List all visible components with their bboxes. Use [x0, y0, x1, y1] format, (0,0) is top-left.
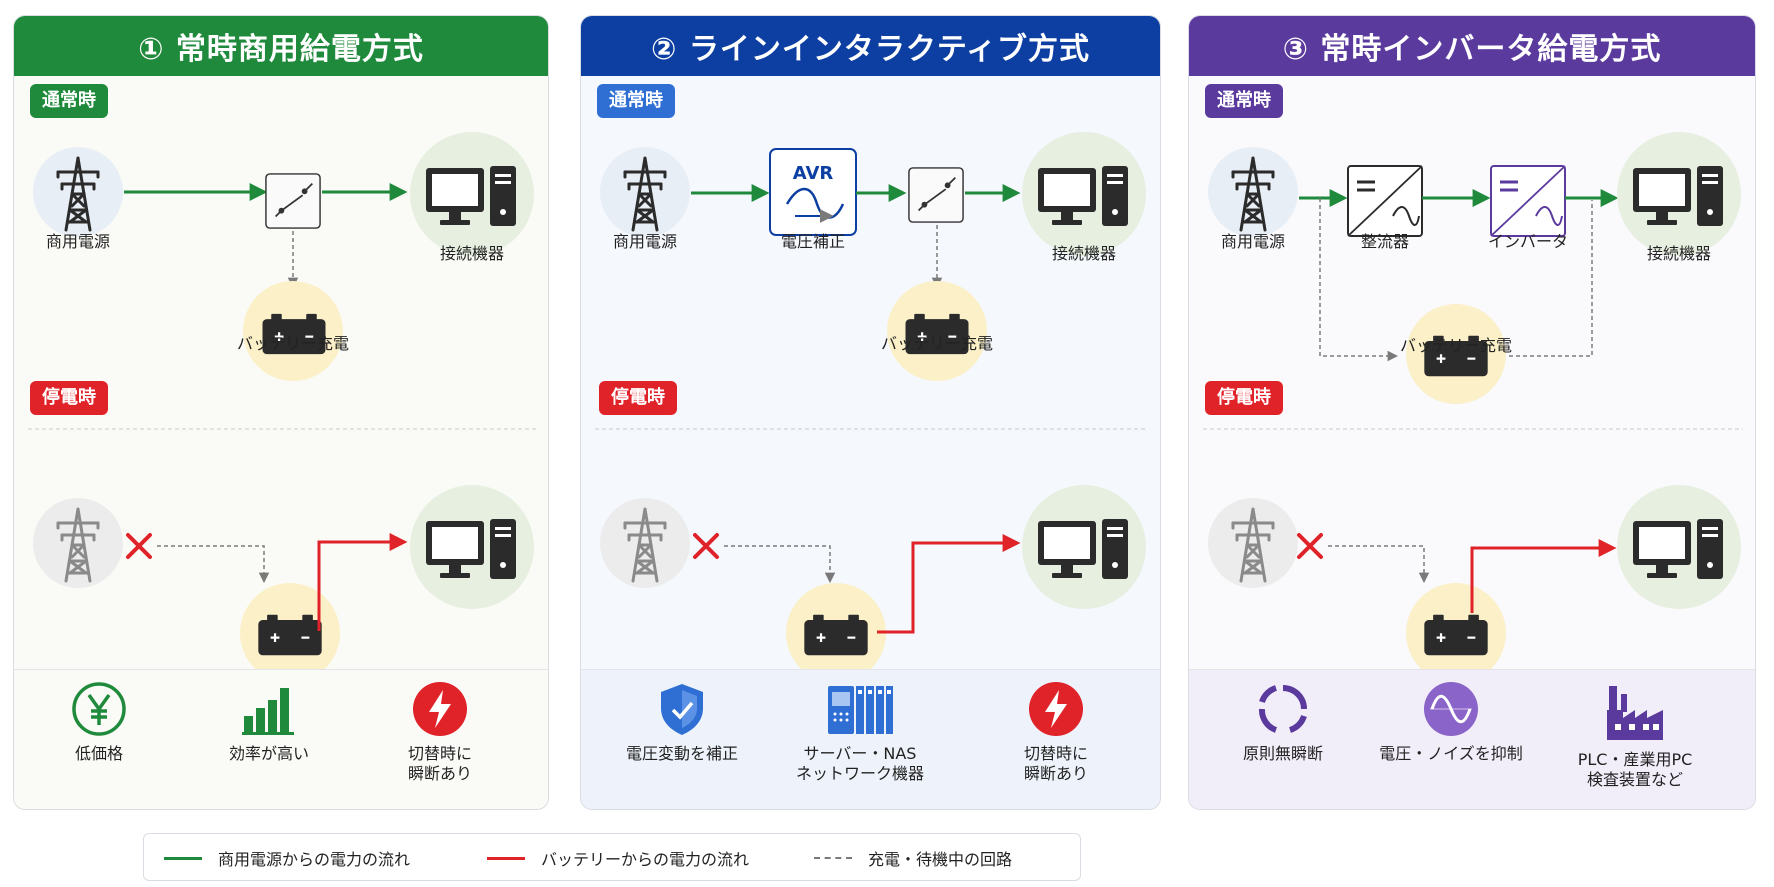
feature-text: サーバー・NAS ネットワーク機器 [795, 744, 924, 783]
yen-icon [72, 682, 126, 736]
feature-text: PLC・産業用PC 検査装置など [1577, 750, 1693, 789]
outage-badge: 停電時 [30, 381, 108, 415]
transfer-switch-icon [908, 167, 964, 223]
feature-efficiency: 効率が高い [194, 680, 344, 764]
feature-text: 電圧変動を補正 [625, 744, 738, 763]
efficiency-bars-icon [242, 688, 294, 735]
diagram-offline [28, 132, 536, 671]
feature-voltage-correction: 電圧変動を補正 [607, 680, 757, 764]
panel-line-interactive: ② ラインインタラクティブ方式 AVR 通常時 停電時 商用電源 電圧補正 [580, 15, 1161, 810]
battery-icon [803, 613, 869, 657]
legend-red-label: バッテリーからの電力の流れ [541, 850, 750, 869]
battery-charge-label: バッテリー充電 [880, 334, 994, 353]
sine-wave-icon [1424, 682, 1478, 736]
feature-text: 電圧・ノイズを抑制 [1379, 744, 1523, 763]
device-label: 接続機器 [439, 244, 505, 263]
lightning-icon [413, 682, 467, 736]
avr-icon: AVR [769, 148, 857, 236]
feature-switch-break: 切替時に 瞬断あり [365, 680, 515, 784]
inverter-label: インバータ [1487, 232, 1569, 251]
legend-dashed-label: 充電・待機中の回路 [868, 850, 1013, 869]
red-flow-line [317, 533, 408, 631]
outage-cross-icon [693, 533, 719, 559]
features-area: 低価格 効率が高い 切替時に 瞬断あり [14, 669, 548, 809]
feature-noise-suppression: 電圧・ノイズを抑制 [1376, 680, 1526, 764]
outage-cross-icon [1297, 533, 1323, 559]
legend-green-label: 商用電源からの電力の流れ [218, 850, 411, 869]
transfer-switch-icon [265, 173, 321, 229]
feature-server-nas: サーバー・NAS ネットワーク機器 [785, 680, 935, 784]
feature-switch-break: 切替時に 瞬断あり [981, 680, 1131, 784]
dashed-standby-line [1328, 545, 1430, 584]
battery-charge-label: バッテリー充電 [236, 334, 350, 353]
dashed-standby-line [724, 545, 836, 584]
normal-badge: 通常時 [1205, 84, 1283, 118]
outage-cross-icon [126, 533, 152, 559]
diagram-line-interactive: AVR [595, 132, 1148, 671]
normal-badge: 通常時 [597, 84, 675, 118]
legend-green: 商用電源からの電力の流れ [164, 834, 410, 882]
legend-dashed-swatch [814, 857, 852, 859]
legend-red-swatch [487, 856, 525, 860]
diagram-online [1203, 132, 1743, 671]
device-label: 接続機器 [1051, 244, 1117, 263]
feature-no-break: 原則無瞬断 [1208, 680, 1358, 764]
features-area: 電圧変動を補正 サーバー・NAS ネットワーク機器 切替時に 瞬断あり [581, 669, 1160, 809]
circular-arrows-icon [1258, 685, 1307, 733]
red-flow-line [1470, 539, 1617, 613]
battery-charge-label: バッテリー充電 [1399, 336, 1513, 355]
outage-badge: 停電時 [599, 381, 677, 415]
features-area: 原則無瞬断 電圧・ノイズを抑制 PLC・産業用PC 検査装置など [1189, 669, 1755, 809]
legend-red: バッテリーからの電力の流れ [487, 834, 749, 882]
rectifier-label: 整流器 [1360, 232, 1410, 251]
inverter-icon [1490, 165, 1566, 237]
source-label: 商用電源 [45, 232, 111, 251]
dashed-charge-line [1319, 198, 1399, 362]
feature-low-cost: 低価格 [24, 680, 174, 764]
feature-text: 切替時に 瞬断あり [407, 744, 472, 783]
dashed-standby-line [157, 545, 270, 584]
legend-dashed: 充電・待機中の回路 [814, 834, 1012, 882]
factory-icon [1607, 686, 1663, 740]
panel-title: ① 常時商用給電方式 [14, 16, 548, 76]
battery-icon [257, 613, 323, 657]
rectifier-icon [1347, 165, 1423, 237]
lightning-icon [1029, 682, 1083, 736]
avr-label: 電圧補正 [780, 232, 846, 251]
feature-text: 原則無瞬断 [1242, 744, 1323, 763]
feature-text: 低価格 [74, 744, 123, 763]
source-label: 商用電源 [1220, 232, 1286, 251]
legend: 商用電源からの電力の流れ バッテリーからの電力の流れ 充電・待機中の回路 [143, 833, 1081, 881]
panel-offline-ups: ① 常時商用給電方式 通常時 停電時 商用電源 接続機器 バッテリー充電 低価格 [13, 15, 549, 810]
panel-title: ② ラインインタラクティブ方式 [581, 16, 1160, 76]
source-label: 商用電源 [612, 232, 678, 251]
shield-icon [661, 684, 703, 735]
outage-badge: 停電時 [1205, 381, 1283, 415]
feature-text: 効率が高い [228, 744, 309, 763]
battery-icon [1423, 613, 1489, 657]
feature-industrial: PLC・産業用PC 検査装置など [1560, 680, 1710, 790]
device-label: 接続機器 [1646, 244, 1712, 263]
panel-online-ups: ③ 常時インバータ給電方式 [1188, 15, 1756, 810]
legend-green-swatch [164, 856, 202, 860]
normal-badge: 通常時 [30, 84, 108, 118]
red-flow-line [877, 534, 1021, 634]
avr-box-label: AVR [793, 163, 834, 184]
panel-title: ③ 常時インバータ給電方式 [1189, 16, 1755, 76]
server-icon [828, 686, 893, 734]
feature-text: 切替時に 瞬断あり [1023, 744, 1088, 783]
